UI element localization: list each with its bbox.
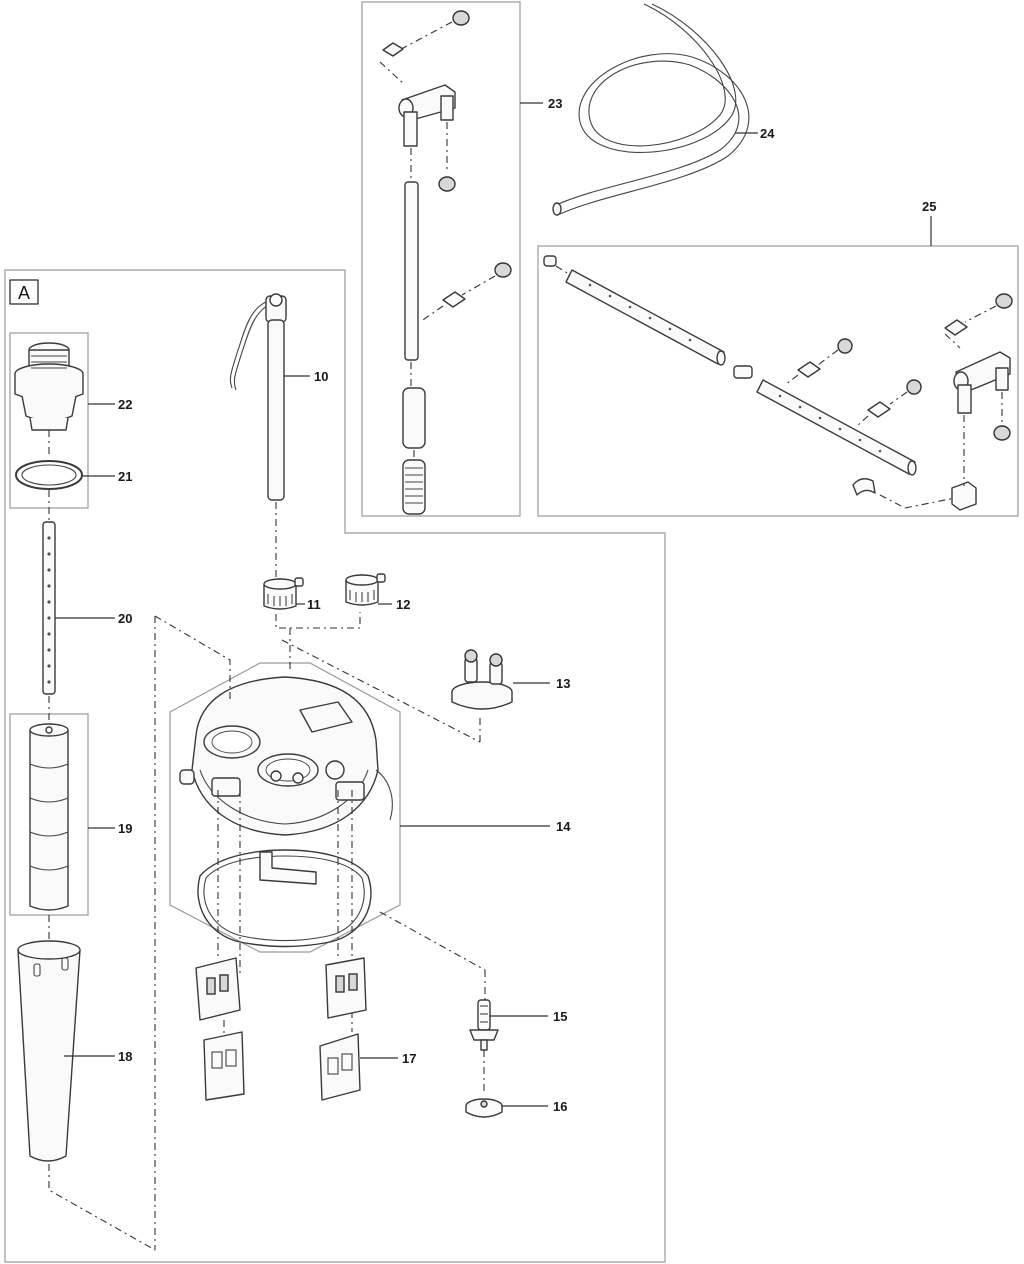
frame-part-14 (169, 662, 401, 953)
callout-13: 13 (556, 676, 570, 691)
part-25-spray-bar-set (543, 255, 1013, 511)
callout-15: 15 (553, 1009, 567, 1024)
part-23-outlet-set (379, 10, 512, 515)
part-12-valve (345, 573, 386, 606)
callout-11: 11 (307, 597, 321, 612)
callout-21: 21 (118, 469, 132, 484)
part-14-pump-head (179, 676, 393, 948)
callout-16: 16 (553, 1099, 567, 1114)
frame-section-a (4, 269, 666, 1263)
callout-24: 24 (760, 126, 775, 141)
callout-20: 20 (118, 611, 132, 626)
part-20-perforated-tube (42, 521, 56, 695)
callout-19: 19 (118, 821, 132, 836)
callout-10: 10 (314, 369, 328, 384)
callout-14: 14 (556, 819, 571, 834)
callout-12: 12 (396, 597, 410, 612)
section-a-label: A (18, 283, 30, 303)
part-15-impeller (469, 999, 499, 1051)
part-22-prefilter-cap (14, 342, 84, 455)
callout-17: 17 (402, 1051, 416, 1066)
frame-part-25 (537, 245, 1019, 517)
part-24-hose (552, 3, 750, 216)
frame-part-23 (361, 1, 521, 517)
part-18-canister (17, 940, 81, 1162)
part-13-valve-block (451, 649, 513, 710)
callout-25: 25 (922, 199, 936, 214)
part-19-filter-sponges (29, 723, 69, 911)
part-21-o-ring (15, 460, 83, 490)
callout-23: 23 (548, 96, 562, 111)
part-16-impeller-cover (465, 1098, 503, 1118)
part-10-heater (229, 293, 287, 580)
callout-22: 22 (118, 397, 132, 412)
callout-18: 18 (118, 1049, 132, 1064)
part-11-valve (263, 577, 304, 610)
section-a-marker: A (9, 279, 39, 305)
part-17-latch-clips (195, 957, 367, 1101)
